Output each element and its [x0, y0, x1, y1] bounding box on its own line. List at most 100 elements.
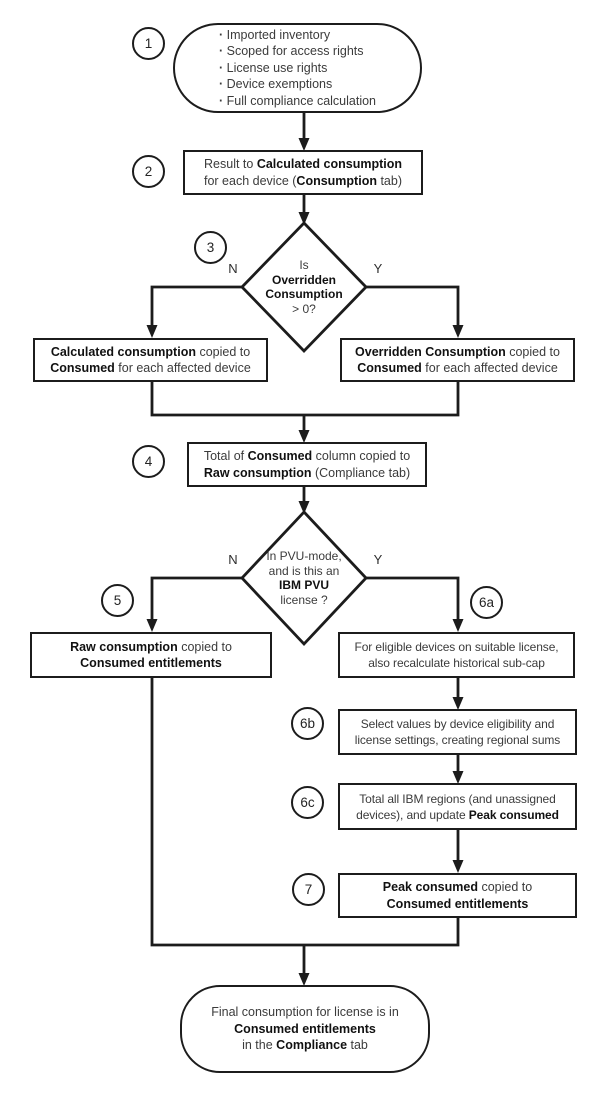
calc-result-box: Result to Calculated consumption for eac… — [183, 150, 423, 195]
text-line: Is — [299, 258, 309, 272]
branch-label-no-2: N — [228, 552, 238, 567]
bullet-item: Device exemptions — [219, 76, 376, 93]
branch-label-no-1: N — [228, 261, 238, 276]
text-line: devices), and update Peak consumed — [356, 807, 559, 823]
arrowhead — [452, 771, 464, 784]
text-segment: Peak consumed — [468, 807, 559, 822]
text-line: Total all IBM regions (and unassigned — [359, 791, 556, 806]
text-segment: Consumed entitlements — [80, 656, 222, 670]
arrowhead — [298, 430, 310, 443]
text-line: Final consumption for license is in — [211, 1005, 399, 1020]
decision-diamonds — [240, 220, 368, 647]
text-segment: column copied to — [312, 449, 411, 463]
start-terminator: Imported inventory Scoped for access rig… — [173, 23, 422, 113]
text-segment: Consumption — [296, 173, 377, 188]
arrowhead — [298, 138, 310, 151]
arrowhead — [452, 860, 464, 873]
step-badge-3: 3 — [194, 231, 227, 264]
text-line: Overridden Consumption copied to — [355, 344, 560, 361]
overridden-decision-diamond — [240, 220, 368, 354]
text-segment: Result to — [204, 157, 257, 171]
step-badge-4: 4 — [132, 445, 165, 478]
text-segment: Total of — [203, 449, 248, 463]
arrowheads — [146, 138, 464, 986]
text-segment: Overridden Consumption — [355, 344, 506, 359]
text-line: For eligible devices on suitable license… — [354, 640, 559, 654]
text-line: Raw consumption (Compliance tab) — [204, 465, 410, 482]
text-segment: (Compliance tab) — [311, 465, 411, 480]
arrowhead — [146, 619, 158, 632]
text-line: Consumption — [265, 287, 342, 302]
arrowhead — [452, 619, 464, 632]
pvu-decision-diamond — [240, 509, 368, 647]
text-segment: Consumed — [50, 361, 115, 375]
text-segment: Consumed entitlements — [386, 896, 529, 911]
text-line: Peak consumed copied to — [383, 879, 532, 896]
bullet-item: Imported inventory — [219, 27, 376, 44]
pvu-decision-text: In PVU-mode, and is this an IBM PVU lice… — [234, 522, 374, 634]
bullet-item: License use rights — [219, 60, 376, 77]
text-line: Consumed entitlements — [80, 655, 222, 672]
text-segment: copied to — [177, 639, 232, 654]
step-badge-5: 5 — [101, 584, 134, 617]
total-regions-box: Total all IBM regions (and unassigned de… — [338, 783, 577, 830]
raw-consumption-copied-box: Raw consumption copied to Consumed entit… — [30, 632, 272, 678]
overridden-copied-box: Overridden Consumption copied to Consume… — [340, 338, 575, 382]
step-badge-6b: 6b — [291, 707, 324, 740]
bullet-item: Scoped for access rights — [219, 43, 376, 60]
arrowhead — [146, 325, 158, 338]
text-segment: Consumption — [265, 287, 343, 301]
text-line: > 0? — [292, 301, 316, 316]
text-segment: Calculated consumption — [50, 344, 196, 359]
step-badge-1: 1 — [132, 27, 165, 60]
text-segment: for each device ( — [204, 173, 297, 188]
text-segment: Raw consumption — [203, 465, 312, 480]
text-segment: for each affected device — [421, 361, 558, 375]
text-line: Overridden — [272, 273, 336, 288]
connector-no-branch-1 — [150, 285, 244, 327]
eligible-devices-box: For eligible devices on suitable license… — [338, 632, 575, 678]
step-badge-6a: 6a — [470, 586, 503, 619]
text-line: Result to Calculated consumption — [204, 156, 402, 173]
text-line: license settings, creating regional sums — [354, 733, 561, 747]
text-line: Consumed for each affected device — [50, 360, 251, 377]
arrowhead — [452, 697, 464, 710]
arrowhead — [298, 212, 310, 225]
text-line: for each device (Consumption tab) — [204, 173, 402, 190]
text-line: Select values by device eligibility and — [360, 717, 555, 731]
text-line: Raw consumption copied to — [70, 639, 232, 656]
text-segment: for each affected device — [114, 361, 251, 375]
text-segment: copied to — [477, 880, 533, 894]
total-consumed-box: Total of Consumed column copied to Raw c… — [187, 442, 427, 487]
connector-merge-1 — [150, 382, 460, 417]
text-line: and is this an — [268, 563, 340, 578]
text-segment: tab — [347, 1038, 368, 1053]
text-segment: Consumed entitlements — [234, 1021, 376, 1036]
text-segment: devices), and update — [356, 807, 469, 822]
arrowhead — [298, 501, 310, 514]
text-line: also recalculate historical sub-cap — [368, 656, 545, 670]
overridden-decision-text: Is Overridden Consumption > 0? — [244, 238, 364, 336]
step-badge-2: 2 — [132, 155, 165, 188]
arrowhead — [452, 325, 464, 338]
bullet-item: Full compliance calculation — [219, 93, 376, 110]
peak-copied-box: Peak consumed copied to Consumed entitle… — [338, 873, 577, 918]
start-bullet-list: Imported inventory Scoped for access rig… — [219, 27, 376, 110]
text-segment: copied to — [195, 344, 251, 359]
text-line: license ? — [280, 592, 328, 607]
connector-yes-branch-1 — [364, 285, 460, 327]
text-line: Consumed for each affected device — [357, 360, 558, 377]
text-segment: Peak consumed — [382, 880, 478, 894]
connector-yes-branch-2 — [364, 576, 460, 621]
text-segment: IBM PVU — [278, 578, 329, 592]
step-badge-7: 7 — [292, 873, 325, 906]
text-segment: Overridden — [271, 272, 337, 287]
arrowhead — [298, 973, 310, 986]
text-segment: Compliance — [276, 1038, 348, 1053]
text-segment: tab) — [376, 173, 402, 188]
text-line: Consumed entitlements — [234, 1021, 376, 1038]
text-line: IBM PVU — [279, 578, 329, 593]
select-values-box: Select values by device eligibility and … — [338, 709, 577, 755]
